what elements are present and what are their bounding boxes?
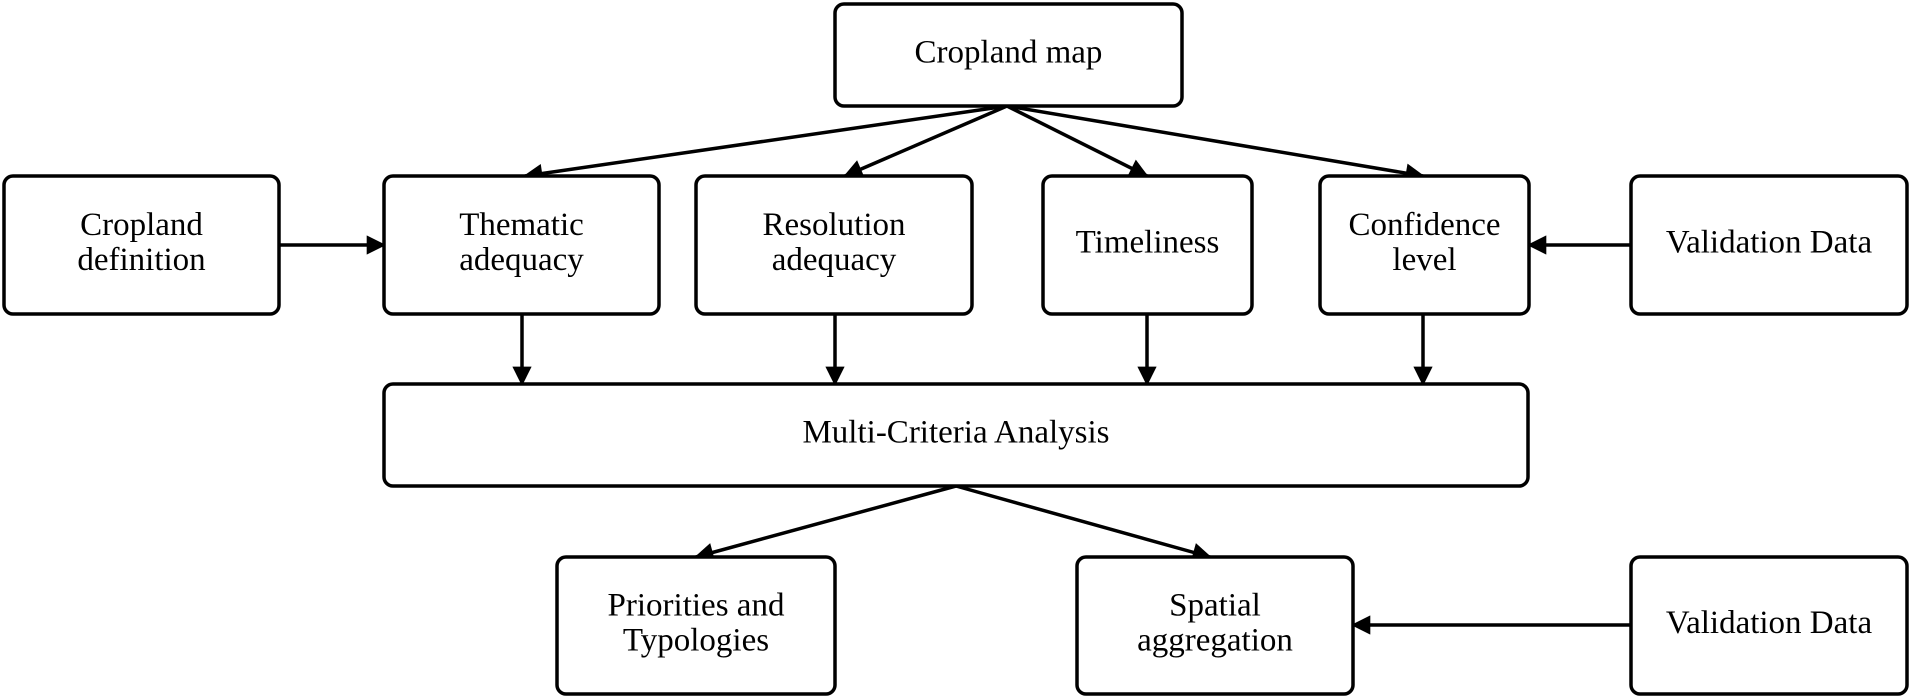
node-label-line: Validation Data xyxy=(1666,605,1873,641)
arrow-cropland-map-to-confidence-level xyxy=(1006,104,1425,183)
node-label-line: Resolution xyxy=(762,207,905,243)
node-label-line: definition xyxy=(77,242,205,278)
node-label-line: Priorities and xyxy=(608,588,785,624)
node-label-line: Timeliness xyxy=(1076,225,1220,261)
node-label-line: aggregation xyxy=(1137,623,1293,659)
node-box xyxy=(1629,174,1909,316)
arrow-cropland-map-to-thematic-adequacy xyxy=(523,104,1008,184)
node-label-line: Thematic xyxy=(459,207,584,243)
node-cropland-map: Cropland map xyxy=(833,2,1184,108)
node-label-line: Cropland xyxy=(80,207,203,243)
node-box xyxy=(1629,555,1909,696)
arrow-line xyxy=(1006,104,1149,178)
arrow-line xyxy=(1006,104,1425,183)
node-box xyxy=(555,555,837,696)
node-box xyxy=(2,174,281,316)
node-label-line: Multi-Criteria Analysis xyxy=(802,415,1109,451)
node-label-line: Confidence xyxy=(1348,207,1500,243)
node-box xyxy=(1318,174,1531,316)
node-label-line: Spatial xyxy=(1169,588,1261,624)
arrow-line xyxy=(955,484,1212,562)
arrow-line xyxy=(843,104,1008,178)
node-label-line: adequacy xyxy=(459,242,584,278)
arrow-cropland-map-to-timeliness xyxy=(1006,104,1149,178)
arrow-cropland-map-to-resolution-adequacy xyxy=(843,104,1008,178)
node-label-line: level xyxy=(1392,242,1456,278)
node-box xyxy=(694,174,974,316)
node-multi-criteria-analysis: Multi-Criteria Analysis xyxy=(382,382,1530,488)
node-box xyxy=(833,2,1184,108)
node-box xyxy=(1041,174,1254,316)
node-validation-data-top: Validation Data xyxy=(1629,174,1909,316)
edges-layer xyxy=(279,104,1631,635)
node-label-line: adequacy xyxy=(772,242,897,278)
node-timeliness: Timeliness xyxy=(1041,174,1254,316)
node-label-line: Cropland map xyxy=(915,35,1103,71)
node-validation-data-bottom: Validation Data xyxy=(1629,555,1909,696)
node-label-line: Typologies xyxy=(623,623,769,659)
arrow-line xyxy=(694,484,957,562)
arrow-multi-criteria-analysis-to-priorities-typologies xyxy=(694,484,957,562)
node-box xyxy=(382,382,1530,488)
node-box xyxy=(1075,555,1355,696)
arrow-multi-criteria-analysis-to-spatial-aggregation xyxy=(955,484,1212,562)
node-box xyxy=(382,174,661,316)
arrow-line xyxy=(523,104,1008,184)
node-label-line: Validation Data xyxy=(1666,225,1873,261)
